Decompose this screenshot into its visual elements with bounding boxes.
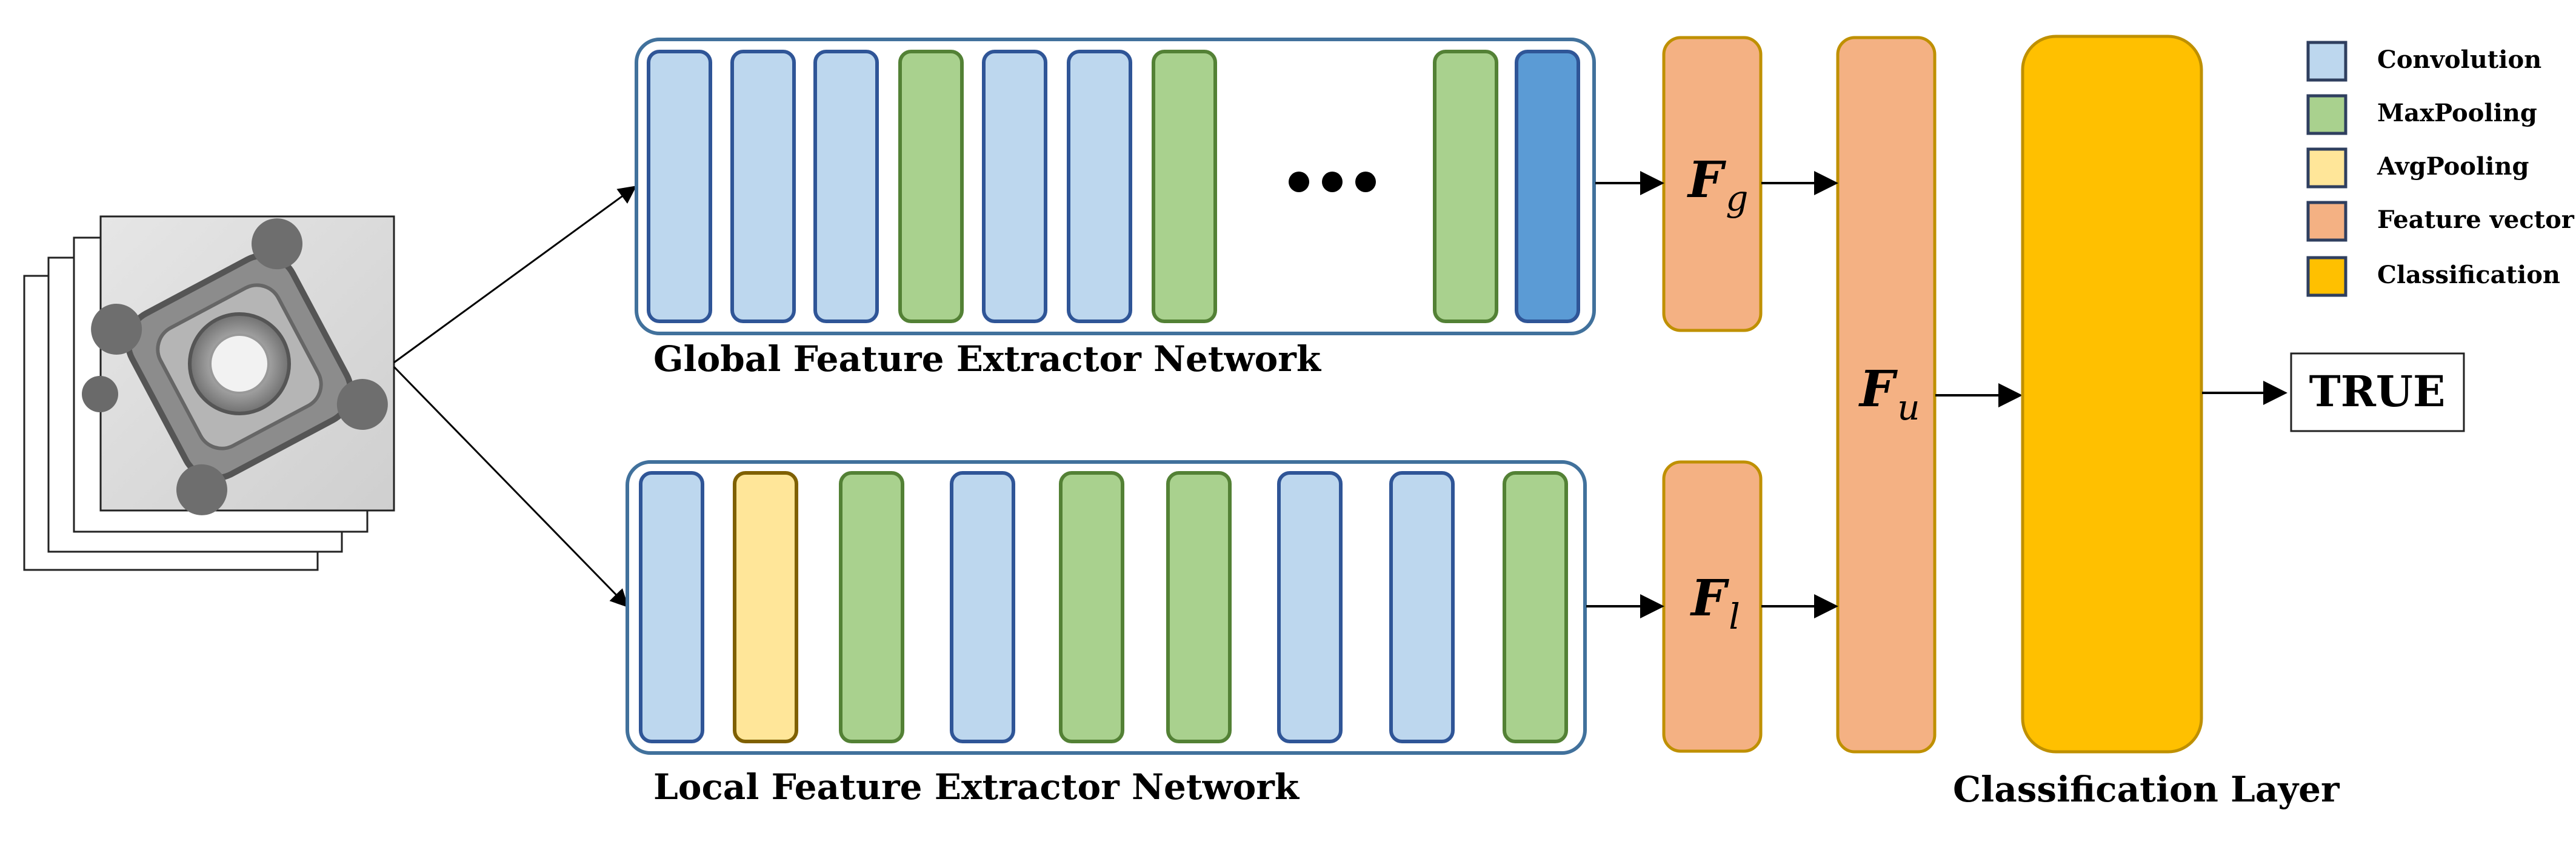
legend-swatch-conv bbox=[2306, 41, 2347, 82]
classification-layer-block bbox=[2021, 35, 2203, 754]
global-convolution-layer-final-10 bbox=[1515, 50, 1580, 323]
local-convolution-layer-8 bbox=[1389, 471, 1455, 743]
ellipsis-dots bbox=[1289, 172, 1376, 192]
output-label: TRUE bbox=[2309, 366, 2446, 417]
legend-label-avgpool: AvgPooling bbox=[2377, 152, 2529, 181]
legend-label-classification: Classification bbox=[2377, 261, 2560, 289]
nut-lobe-left bbox=[82, 376, 118, 412]
legend-swatch-feature bbox=[2306, 201, 2347, 242]
local-maxpooling-layer-9 bbox=[1503, 471, 1568, 743]
input-image bbox=[82, 215, 395, 515]
feature-fl-label: Fl bbox=[1690, 569, 1740, 637]
local-network-label: Local Feature Extractor Network bbox=[653, 766, 1300, 808]
global-layers bbox=[647, 50, 1580, 323]
global-convolution-layer-5 bbox=[982, 50, 1047, 323]
legend-swatch-maxpool bbox=[2306, 94, 2347, 135]
output-box bbox=[2290, 352, 2465, 432]
local-layers bbox=[639, 471, 1568, 743]
legend-label-conv: Convolution bbox=[2377, 45, 2541, 74]
legend-label-maxpool: MaxPooling bbox=[2377, 99, 2537, 127]
local-maxpooling-layer-3 bbox=[839, 471, 904, 743]
arrow-input-to-global bbox=[393, 186, 637, 364]
global-convolution-layer-3 bbox=[813, 50, 879, 323]
local-avgpooling-layer-2 bbox=[733, 471, 798, 743]
local-convolution-layer-1 bbox=[639, 471, 704, 743]
global-network-label: Global Feature Extractor Network bbox=[653, 338, 1322, 380]
legend-swatch-avgpool bbox=[2306, 147, 2347, 189]
arrow-input-to-local bbox=[393, 366, 629, 608]
legend-swatch-classification bbox=[2306, 256, 2347, 297]
local-convolution-layer-7 bbox=[1277, 471, 1343, 743]
classification-layer-label: Classification Layer bbox=[1953, 769, 2340, 810]
feature-fu-label: Fu bbox=[1858, 360, 1920, 428]
global-convolution-layer-1 bbox=[647, 50, 712, 323]
local-convolution-layer-4 bbox=[950, 471, 1015, 743]
feature-vector-fu bbox=[1836, 36, 1937, 754]
local-maxpooling-layer-5 bbox=[1059, 471, 1124, 743]
local-maxpooling-layer-6 bbox=[1166, 471, 1232, 743]
global-maxpooling-layer-7 bbox=[1152, 50, 1217, 323]
global-maxpooling-layer-4 bbox=[898, 50, 964, 323]
input-image-stack bbox=[23, 215, 395, 571]
global-convolution-layer-6 bbox=[1067, 50, 1132, 323]
global-convolution-layer-2 bbox=[730, 50, 796, 323]
feature-fg-label: Fg bbox=[1687, 151, 1748, 219]
legend-label-feature: Feature vector bbox=[2377, 206, 2575, 234]
global-maxpooling-layer-9 bbox=[1433, 50, 1498, 323]
